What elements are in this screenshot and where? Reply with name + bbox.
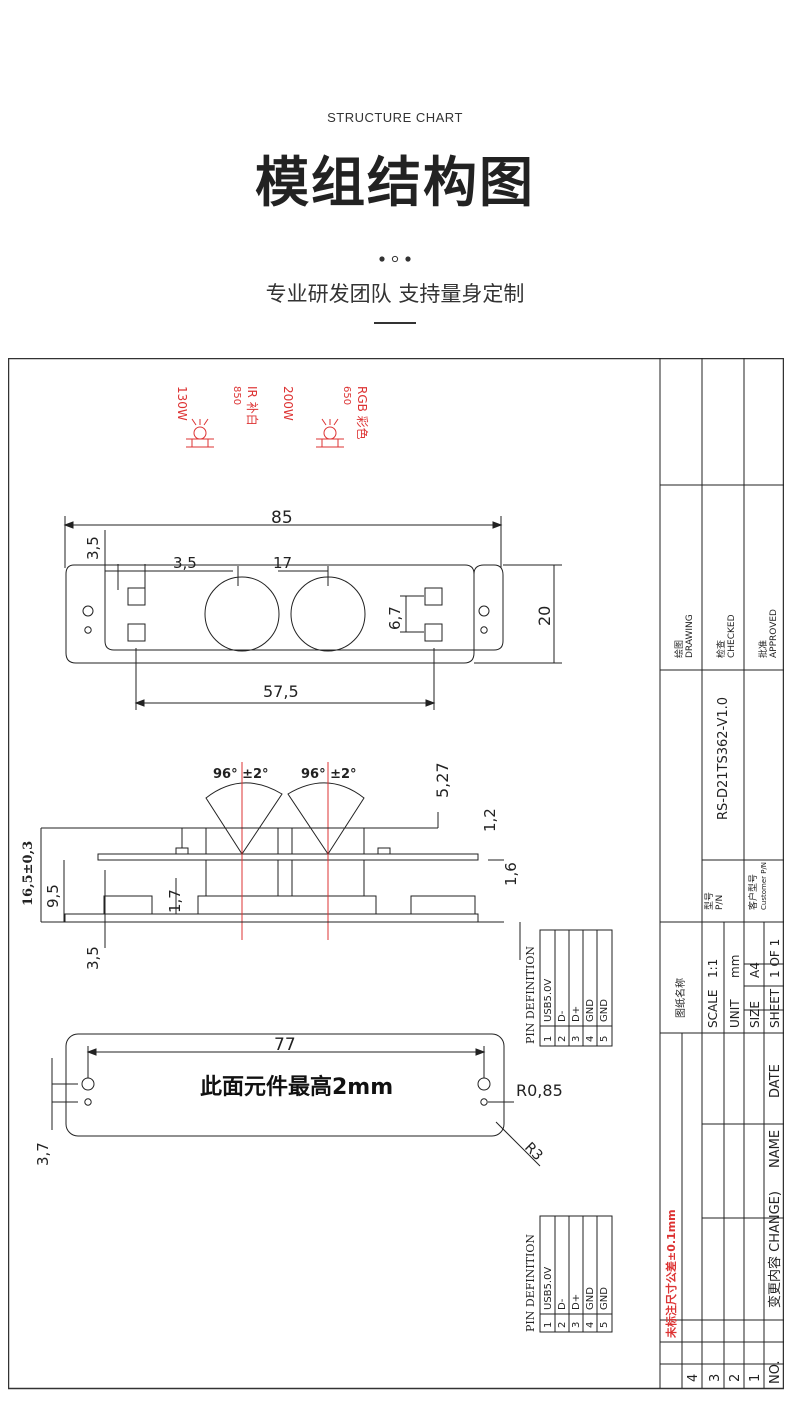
led-rgb-wave: 650 — [341, 386, 352, 405]
label-checked-en: CHECKED — [727, 614, 737, 658]
pin5-name-b: GND — [599, 1287, 610, 1310]
rev-no-label: NO. — [768, 1360, 783, 1384]
label-model-en: P/N — [715, 895, 725, 910]
rev-row-4: 4 — [686, 1374, 701, 1382]
dim-lower-gap: 1,7 — [166, 889, 184, 913]
label-approved: 批准 — [757, 640, 769, 658]
pin2-no-b: 2 — [557, 1322, 568, 1328]
led-ir-wave: 850 — [231, 386, 242, 405]
pin1-no-a: 1 — [543, 1036, 554, 1042]
dim-edge: 3,5 — [84, 536, 102, 560]
page-title: 模组结构图 — [255, 151, 535, 214]
label-drawing-en: DRAWING — [685, 614, 695, 658]
label-unit: UNIT — [728, 999, 742, 1028]
value-sheet: 1 OF 1 — [768, 939, 782, 978]
label-checked: 检查 — [715, 640, 727, 658]
dim-width: 85 — [271, 508, 293, 528]
value-unit: mm — [728, 955, 742, 978]
pin3-no-a: 3 — [571, 1036, 582, 1042]
pin3-name-b: D+ — [571, 1294, 582, 1310]
divider-line — [374, 322, 416, 324]
rev-change-label: 变更内容 CHANGE) — [767, 1191, 783, 1308]
label-cust: 客户型号 — [747, 874, 759, 910]
dim-board-thk: 1,2 — [481, 808, 499, 832]
pin-table-bottom: PIN DEFINITION 1 2 3 4 5 USB5.0V D- D+ G… — [524, 1215, 613, 1333]
pin4-name-b: GND — [585, 1287, 596, 1310]
dim-height: 20 — [535, 606, 554, 626]
pin3-name-a: D+ — [571, 1006, 582, 1022]
pin-table-top: PIN DEFINITION 1 2 3 4 5 USB5.0V D- D+ G… — [524, 929, 613, 1047]
side-view: 96° ±2° 96° ±2° 16,5±0,3 9,5 1,7 5,27 1,… — [21, 762, 521, 970]
section-subtitle: STRUCTURE CHART — [327, 110, 463, 125]
label-drawing: 绘图 — [673, 640, 685, 658]
pin5-no-a: 5 — [599, 1036, 610, 1042]
led-rgb-power: 200W — [281, 386, 295, 421]
part-number: RS-D21TS362-V1.0 — [716, 697, 731, 820]
dim-pad-pitch: 6,7 — [386, 606, 404, 630]
led-ir-label: IR 补白 — [245, 386, 260, 426]
label-drawing-name: 图纸名称 — [674, 978, 687, 1018]
label-size: SIZE — [748, 1001, 762, 1028]
pin5-name-a: GND — [599, 999, 610, 1022]
rev-date-label: DATE — [768, 1064, 783, 1098]
led-rgb-label: RGB 彩色 — [355, 386, 369, 440]
value-scale: 1:1 — [706, 959, 720, 978]
led-ir-icon — [186, 418, 214, 448]
pin-table-top-title: PIN DEFINITION — [524, 946, 537, 1044]
label-scale: SCALE — [706, 990, 720, 1028]
led-legend — [186, 418, 344, 448]
pin2-name-b: D- — [557, 1298, 568, 1310]
dim-bottom-hole-span: 77 — [274, 1035, 296, 1055]
dim-lens-pitch: 17 — [273, 554, 292, 572]
dim-pad-offset: 3,5 — [173, 554, 197, 572]
led-ir-power: 130W — [175, 386, 189, 421]
pin4-no-a: 4 — [585, 1036, 596, 1042]
dim-body-height: 9,5 — [44, 884, 62, 908]
dim-hole-span: 57,5 — [263, 682, 299, 701]
dim-corner: R3 — [521, 1140, 545, 1164]
drawing-frame — [8, 358, 784, 1390]
value-size: A4 — [748, 962, 762, 978]
rev-row-1: 1 — [748, 1374, 763, 1382]
pin1-name-b: USB5.0V — [543, 1267, 554, 1310]
title-block: 绘图 DRAWING 检查 CHECKED 批准 APPROVED 型号 P/N… — [659, 358, 784, 1388]
dim-pcb-thk: 1,6 — [502, 862, 520, 886]
pin4-no-b: 4 — [585, 1322, 596, 1328]
label-model: 型号 — [704, 892, 715, 910]
pin1-name-a: USB5.0V — [543, 979, 554, 1022]
structure-drawing: 130W IR 补白 850 200W RGB 彩色 650 85 3,5 3,… — [8, 358, 784, 1390]
dim-lens-height: 5,27 — [433, 762, 452, 798]
label-sheet: SHEET — [768, 988, 782, 1028]
pin2-no-a: 2 — [557, 1036, 568, 1042]
tolerance-note: 未标注尺寸公差±0.1mm — [664, 1209, 678, 1339]
dots-divider-icon — [379, 255, 411, 263]
pin5-no-b: 5 — [599, 1322, 610, 1328]
fov-left: 96° ±2° — [213, 767, 269, 782]
bottom-view: 77 此面元件最高2mm R0,85 R3 3,7 — [34, 1033, 563, 1167]
pin2-name-a: D- — [557, 1010, 568, 1022]
label-approved-en: APPROVED — [769, 609, 779, 658]
dim-base: 3,5 — [84, 946, 102, 970]
label-cust-en: Customer P/N — [760, 862, 768, 910]
rev-row-3: 3 — [708, 1374, 723, 1382]
led-rgb-icon — [316, 418, 344, 448]
pin1-no-b: 1 — [543, 1322, 554, 1328]
fov-right: 96° ±2° — [301, 767, 357, 782]
rev-row-2: 2 — [728, 1374, 743, 1382]
top-view: 85 3,5 3,5 17 6,7 20 57,5 — [63, 508, 562, 710]
bottom-note: 此面元件最高2mm — [200, 1074, 393, 1100]
pin4-name-a: GND — [585, 999, 596, 1022]
tagline: 专业研发团队 支持量身定制 — [265, 282, 525, 306]
pin-table-bottom-title: PIN DEFINITION — [524, 1234, 537, 1332]
dim-edge-bottom: 3,7 — [34, 1142, 52, 1166]
rev-name-label: NAME — [768, 1130, 783, 1168]
dim-total-height: 16,5±0,3 — [21, 841, 36, 906]
dim-radius: R0,85 — [516, 1081, 563, 1100]
pin3-no-b: 3 — [571, 1322, 582, 1328]
